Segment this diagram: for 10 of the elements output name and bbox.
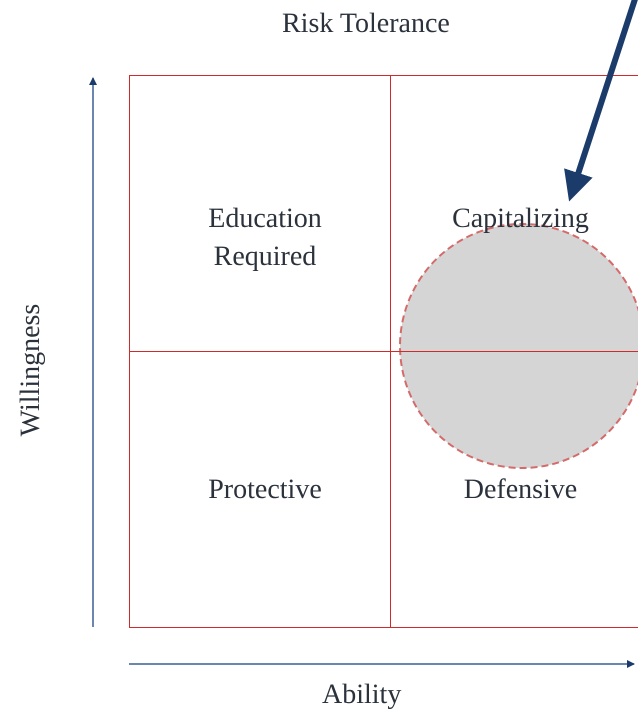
chart-title: Risk Tolerance [282, 7, 450, 41]
axis-label: Willingness [14, 302, 47, 438]
axis-label: Ability [322, 678, 402, 712]
quadrant-box [129, 351, 391, 628]
quadrant-label: Education Required [207, 202, 323, 274]
arrow [564, 0, 638, 202]
quadrant-label: Protective [207, 473, 323, 507]
quadrant-label: Capitalizing [451, 202, 590, 236]
quadrant-box [129, 75, 391, 352]
quadrant-label: Defensive [462, 473, 578, 507]
